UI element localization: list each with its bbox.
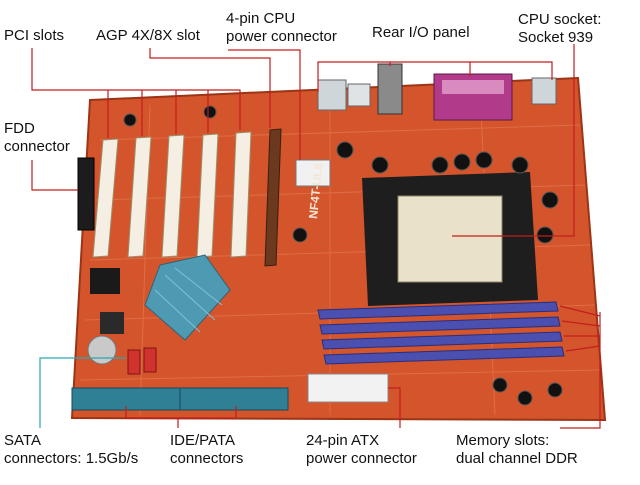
ide-connectors [71,387,289,411]
rear-io-panel [317,63,557,121]
label-pci-slots-line1: PCI slots [4,27,65,44]
label-cpu-socket-line1: CPU socket: [518,11,602,28]
label-agp-slot-line1: AGP 4X/8X slot [96,27,200,44]
heatsink-fins [154,267,223,333]
leader-memory-4 [565,345,601,352]
leader-lines [31,44,601,429]
bios-chip [100,312,124,334]
leader-cpu-socket [452,44,575,237]
sata-connectors [127,347,157,375]
leader-pci [31,48,241,130]
leader-memory-1 [559,305,601,317]
label-sata-line2: connectors: 1.5Gb/s [4,450,139,467]
label-atx-power-line2: power connector [306,450,417,467]
label-fdd-line1: FDD [4,120,35,137]
pci-slots [92,131,252,258]
cpu-power-connector [295,159,331,187]
label-memory-line2: dual channel DDR [456,450,578,467]
fdd-connector [77,157,95,231]
memory-slots [317,301,565,365]
leader-rear-io [317,61,553,92]
label-cpu-socket: CPU socket: Socket 939 [518,11,601,47]
leader-cpu-power [228,49,301,160]
agp-slot [264,128,282,267]
label-memory-line1: Memory slots: [456,432,550,449]
cmos-battery [87,335,117,365]
label-cpu-power-line1: 4-pin CPU [226,10,296,27]
io-chip [90,268,120,294]
cpu-socket [397,195,503,283]
label-memory: Memory slots: dual channel DDR [456,432,578,468]
label-pci-slots: PCI slots [4,27,64,45]
leader-memory [560,312,601,429]
label-ide-line2: connectors [170,450,244,467]
label-cpu-power-line2: power connector [226,28,337,45]
label-fdd: FDD connector [4,120,70,156]
label-rear-io: Rear I/O panel [372,24,470,42]
atx-power-connector [307,373,389,403]
leader-atx [388,387,401,428]
label-ide: IDE/PATA connectors [170,432,243,468]
label-sata: SATA connectors: 1.5Gb/s [4,432,138,468]
label-agp-slot: AGP 4X/8X slot [96,27,200,45]
label-atx-power-line1: 24-pin ATX [306,432,380,449]
label-cpu-power: 4-pin CPU power connector [226,10,337,46]
leader-fdd [31,160,78,191]
label-atx-power: 24-pin ATX power connector [306,432,417,468]
label-ide-line1: IDE/PATA [170,432,236,449]
label-cpu-socket-line2: Socket 939 [518,29,594,46]
leader-sata [39,357,126,428]
label-fdd-line2: connector [4,138,70,155]
label-sata-line1: SATA [4,432,41,449]
leader-memory-2 [561,320,601,327]
label-rear-io-line1: Rear I/O panel [372,24,470,41]
capacitors [123,105,563,406]
leader-ide [125,406,237,419]
leader-agp [149,48,271,128]
